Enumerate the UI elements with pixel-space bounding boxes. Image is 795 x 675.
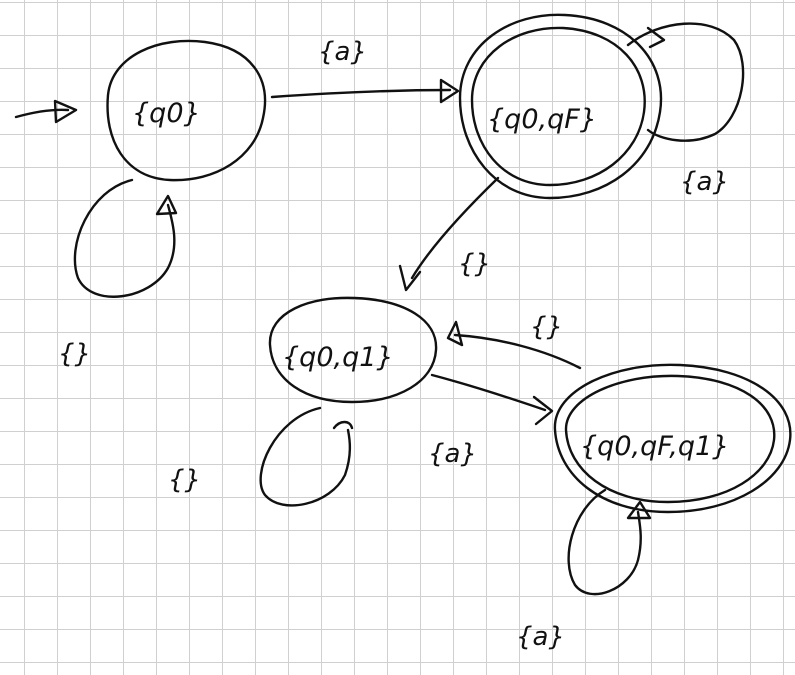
transition-q0qF-to-q0q1[interactable]: {} xyxy=(398,176,500,292)
state-q0-q1[interactable]: {q0,q1} xyxy=(268,296,438,404)
state-q0-label: {q0} xyxy=(132,98,201,129)
transition-label: {} xyxy=(458,249,491,279)
state-q0-qF-q1[interactable]: {q0,qF,q1} xyxy=(553,363,792,514)
transition-q0q1-self-loop[interactable]: {} xyxy=(168,406,354,507)
start-arrow xyxy=(14,99,78,124)
transition-q0-to-q0qF[interactable]: {a} xyxy=(270,37,460,104)
transition-label: {a} xyxy=(318,37,367,67)
transition-label: {a} xyxy=(680,167,729,197)
transition-label: {} xyxy=(530,312,563,342)
transition-label: {} xyxy=(168,465,201,495)
state-q0-qF-q1-label: {q0,qF,q1} xyxy=(580,431,729,462)
transition-label: {a} xyxy=(428,439,477,469)
state-q0-q1-label: {q0,q1} xyxy=(282,342,394,373)
state-q0-qF-label: {q0,qF} xyxy=(487,104,597,135)
transition-label: {} xyxy=(58,339,91,369)
transition-q0-self-loop[interactable]: {} xyxy=(58,178,178,369)
state-q0-qF[interactable]: {q0,qF} xyxy=(458,13,663,200)
transition-label: {a} xyxy=(516,622,565,652)
state-q0[interactable]: {q0} xyxy=(106,39,267,182)
transition-q0qFq1-to-q0q1[interactable]: {} xyxy=(446,312,582,370)
transition-q0qF-self-loop[interactable]: {a} xyxy=(626,22,745,197)
transition-q0qFq1-self-loop[interactable]: {a} xyxy=(516,488,652,652)
transition-q0q1-to-q0qFq1[interactable]: {a} xyxy=(428,373,554,469)
